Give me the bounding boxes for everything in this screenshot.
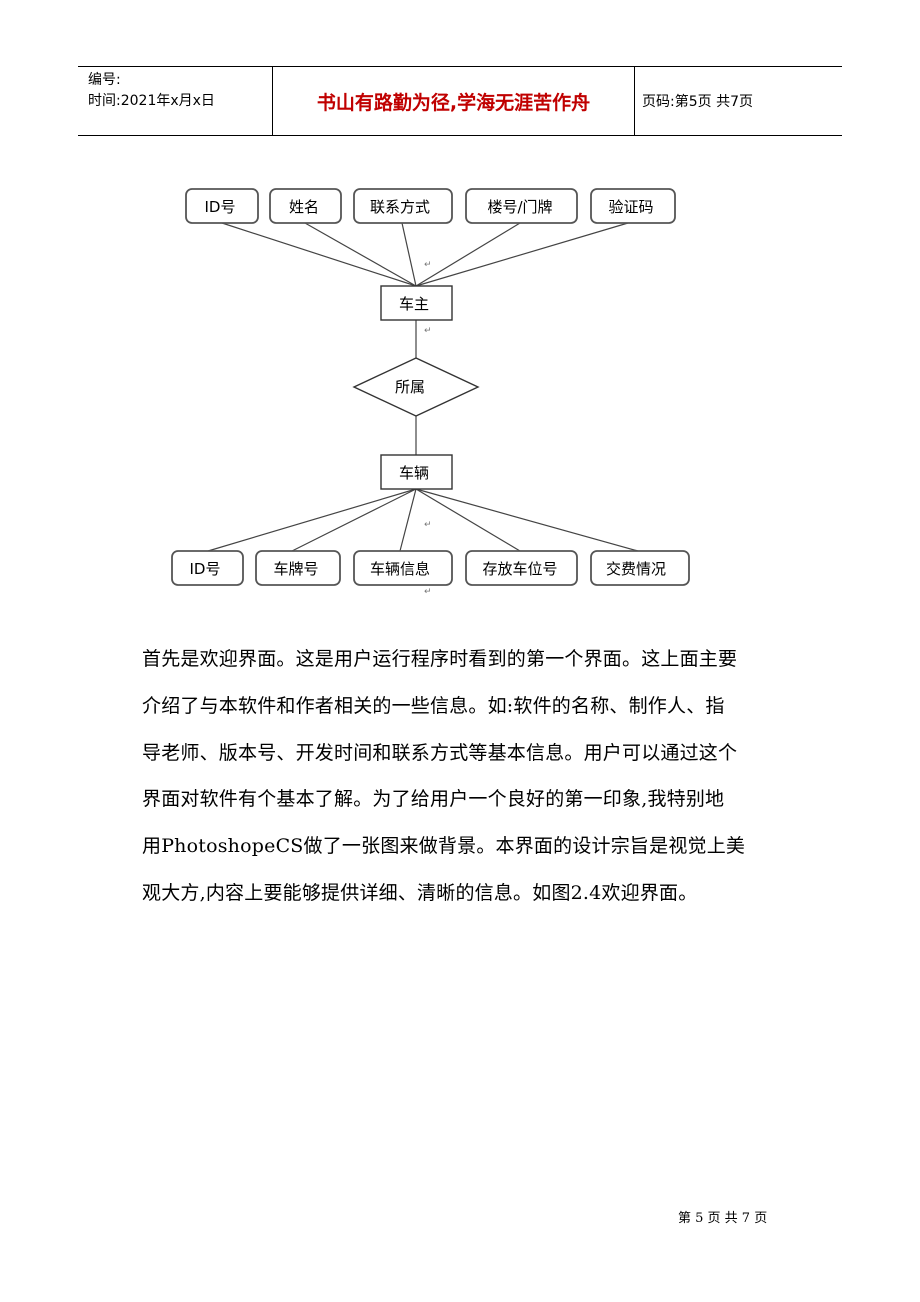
vehicle-attribute-info: 车辆信息	[353, 550, 453, 586]
connector-vehicle-fee	[415, 488, 639, 552]
body-line: 界面对软件有个基本了解。为了给用户一个良好的第一印象,我特别地	[142, 788, 725, 811]
vehicle-entity: 车辆	[380, 454, 453, 490]
svg-text:楼号/门牌: 楼号/门牌	[487, 198, 552, 216]
svg-text:姓名: 姓名	[289, 198, 319, 216]
connector-owner-name	[304, 222, 417, 287]
return-mark: ↵	[424, 587, 432, 597]
owner-attribute-code: 验证码	[590, 188, 676, 224]
svg-text:车辆: 车辆	[399, 464, 429, 482]
er-diagram: ID号 姓名 联系方式 楼号/门牌 验证码 车主 所属 车辆 ID号 车牌号	[171, 188, 690, 597]
owner-entity: 车主	[380, 285, 453, 321]
header-motto: 书山有路勤为径,学海无涯苦作舟	[316, 92, 591, 114]
svg-text:验证码: 验证码	[608, 198, 653, 216]
svg-text:交费情况: 交费情况	[606, 560, 666, 578]
svg-text:所属: 所属	[395, 378, 425, 396]
header-number-label: 编号:	[88, 72, 121, 88]
connector-owner-building	[415, 222, 521, 287]
body-line: 首先是欢迎界面。这是用户运行程序时看到的第一个界面。这上面主要	[142, 648, 738, 670]
header-meta: 编号: 时间:2021年x月x日	[88, 70, 215, 112]
body-paragraph: 首先是欢迎界面。这是用户运行程序时看到的第一个界面。这上面主要 介绍了与本软件和…	[142, 636, 792, 917]
vehicle-attribute-plate: 车牌号	[255, 550, 341, 586]
return-mark: ↵	[424, 326, 432, 336]
svg-text:车牌号: 车牌号	[273, 560, 318, 578]
connector-owner-code	[415, 222, 629, 287]
connector-owner-id	[221, 222, 417, 287]
return-mark: ↵	[424, 260, 432, 270]
owner-attribute-name: 姓名	[269, 188, 342, 224]
connector-vehicle-plate	[291, 488, 417, 552]
body-line: 介绍了与本软件和作者相关的一些信息。如:软件的名称、制作人、指	[142, 694, 725, 717]
header-bottom-rule	[78, 135, 842, 136]
header-divider-right	[634, 66, 635, 135]
connector-vehicle-slot	[415, 488, 521, 552]
svg-text:ID号: ID号	[190, 560, 221, 578]
header-divider-left	[272, 66, 273, 135]
svg-text:存放车位号: 存放车位号	[482, 560, 557, 578]
vehicle-attribute-id: ID号	[171, 550, 244, 586]
return-mark: ↵	[424, 520, 432, 530]
header-date-label: 时间:2021年x月x日	[88, 93, 215, 109]
owner-attribute-id: ID号	[185, 188, 259, 224]
svg-text:ID号: ID号	[205, 198, 236, 216]
connector-owner-contact	[401, 222, 417, 287]
body-line: 导老师、版本号、开发时间和联系方式等基本信息。用户可以通过这个	[142, 741, 738, 764]
footer-page-info: 第 5 页 共 7 页	[678, 1211, 768, 1226]
body-line: 观大方,内容上要能够提供详细、清晰的信息。如图2.4欢迎界面。	[142, 881, 698, 904]
body-line: 用PhotoshopeCS做了一张图来做背景。本界面的设计宗旨是视觉上美	[142, 835, 746, 858]
svg-text:联系方式: 联系方式	[370, 198, 430, 216]
svg-text:车主: 车主	[399, 295, 429, 313]
owner-attribute-contact: 联系方式	[353, 188, 453, 224]
connector-vehicle-info	[399, 488, 417, 552]
svg-text:车辆信息: 车辆信息	[370, 560, 430, 578]
er-connectors	[207, 222, 639, 552]
vehicle-attribute-fee: 交费情况	[590, 550, 690, 586]
connector-vehicle-id	[207, 488, 417, 552]
relationship-diamond: 所属	[352, 357, 480, 417]
owner-attribute-building: 楼号/门牌	[465, 188, 578, 224]
vehicle-attribute-slot: 存放车位号	[465, 550, 578, 586]
header-page-info: 页码:第5页 共7页	[642, 94, 753, 110]
header-top-rule	[78, 66, 842, 67]
